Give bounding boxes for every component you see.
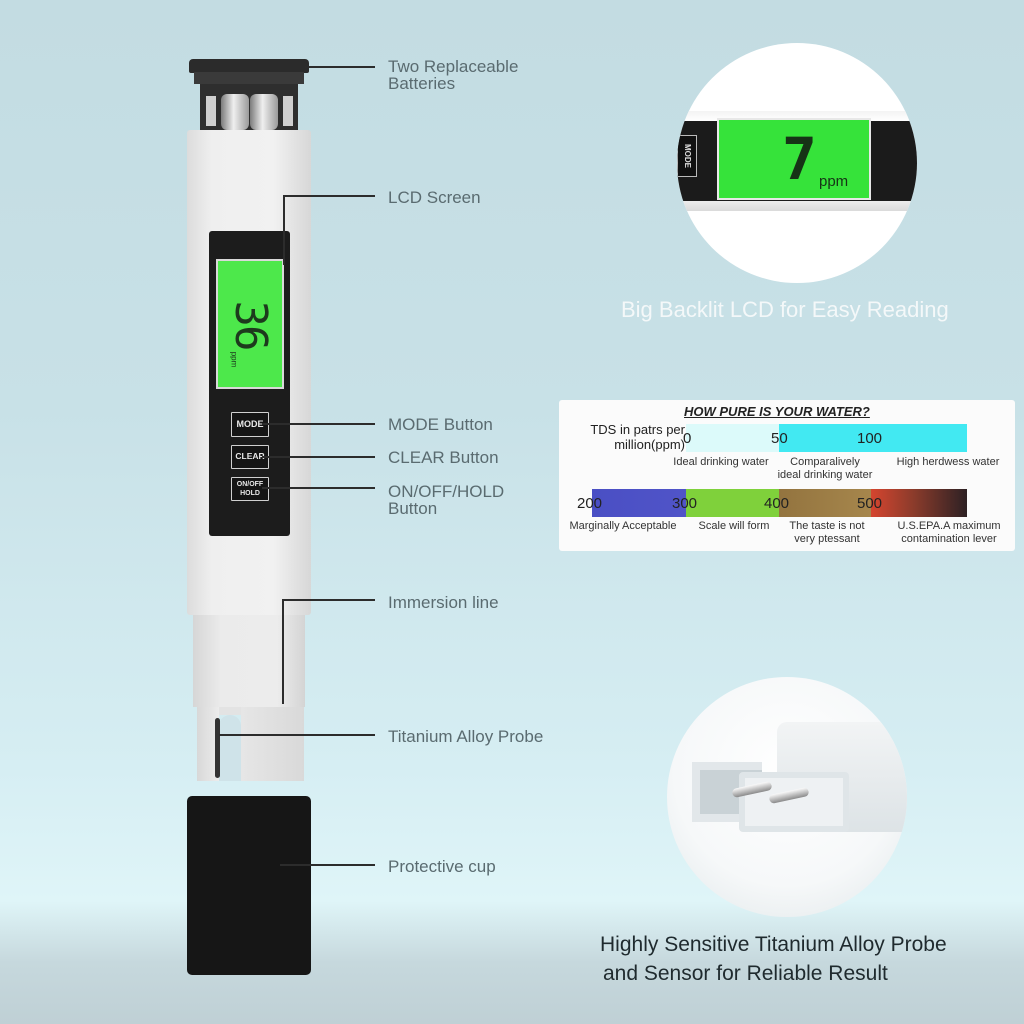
bar-segment-400-500: [779, 489, 871, 517]
leader-line-lcd-vertical: [283, 195, 285, 265]
leader-line-cup: [280, 864, 375, 866]
battery-cap: [189, 59, 309, 73]
category-comparatively-ideal: Comparalively ideal drinking water: [769, 456, 881, 482]
label-onoff-line2: Button: [388, 499, 438, 518]
lcd-unit: ppm: [229, 351, 239, 368]
bar-segment-0-50: [686, 424, 779, 452]
leader-line-immersion-vertical: [282, 599, 284, 704]
zoomed-mode-button: MODE: [677, 135, 697, 177]
mode-button[interactable]: MODE: [231, 412, 269, 437]
category-ideal: Ideal drinking water: [673, 456, 769, 468]
chart-y-label: TDS in patrs per million(ppm): [563, 422, 685, 452]
zoomed-lcd-value: 7: [782, 125, 817, 193]
leader-line-batteries: [305, 66, 375, 68]
category-scale-will-form: Scale will form: [698, 520, 770, 532]
zoomed-probe-guard-right: [739, 772, 849, 832]
tick-300: 300: [672, 495, 698, 512]
category-line1: The taste is not: [789, 520, 865, 532]
battery-icon: [250, 94, 278, 130]
category-line2: contamination lever: [901, 533, 997, 545]
clear-button[interactable]: CLEAR: [231, 445, 269, 469]
leader-line-clear: [262, 456, 375, 458]
tick-400: 400: [764, 495, 790, 512]
label-batteries-line2: Batteries: [388, 74, 456, 93]
probe-zoom-circle: [667, 677, 907, 917]
tick-200: 200: [577, 495, 603, 512]
bar-segment-300-400: [686, 489, 779, 517]
probe-bridge: [219, 707, 241, 715]
lcd-reading: 36: [225, 300, 276, 350]
lcd-caption: Big Backlit LCD for Easy Reading: [621, 297, 949, 322]
category-line2: very ptessant: [794, 533, 860, 545]
pen-lower-body: [193, 615, 305, 707]
titanium-electrode: [215, 718, 220, 778]
label-onoff-line1: ON/OFF/HOLD: [388, 482, 505, 501]
lcd-zoom-circle: MODE 7 ppm: [677, 43, 917, 283]
label-batteries-line1: Two Replaceable: [388, 57, 519, 76]
label-clear-button: CLEAR Button: [388, 448, 499, 467]
protective-cup: [187, 796, 311, 975]
category-epa-maximum: U.S.EPA.A maximum contamination lever: [887, 520, 1011, 546]
leader-line-mode: [262, 423, 375, 425]
label-onoff-button: ON/OFF/HOLD Button: [388, 483, 504, 517]
leader-line-lcd: [283, 195, 375, 197]
category-high-hardness: High herdwess water: [896, 456, 1000, 468]
on-off-label: ON/OFF: [236, 481, 264, 488]
category-marginally-acceptable: Marginally Acceptable: [569, 520, 677, 532]
leader-line-onoff: [262, 487, 375, 489]
water-purity-chart: HOW PURE IS YOUR WATER? TDS in patrs per…: [559, 400, 1015, 551]
label-batteries: Two Replaceable Batteries: [388, 58, 518, 92]
battery-cap-rim: [194, 72, 304, 84]
leader-line-immersion: [282, 599, 375, 601]
battery-window-left: [206, 96, 216, 126]
chart-title: HOW PURE IS YOUR WATER?: [684, 404, 870, 419]
probe-slot: [219, 715, 241, 781]
label-lcd-screen: LCD Screen: [388, 188, 481, 207]
hold-label: HOLD: [240, 490, 260, 497]
lcd-screen: [216, 259, 284, 389]
label-protective-cup: Protective cup: [388, 857, 496, 876]
category-line1: U.S.EPA.A maximum: [897, 520, 1001, 532]
leader-line-probe: [219, 734, 375, 736]
label-probe: Titanium Alloy Probe: [388, 727, 544, 746]
bar-segment-500-plus: [871, 489, 967, 517]
tick-0: 0: [683, 430, 692, 447]
probe-left-leg: [197, 707, 219, 781]
bar-segment-200-300: [592, 489, 686, 517]
battery-compartment: [200, 84, 298, 132]
probe-right-leg: [241, 707, 304, 781]
battery-icon: [221, 94, 249, 130]
tick-500: 500: [857, 495, 883, 512]
zoomed-lcd: [717, 118, 871, 200]
tick-50: 50: [771, 430, 788, 447]
battery-window-right: [283, 96, 293, 126]
category-line2: ideal drinking water: [777, 469, 873, 481]
probe-caption-line1: Highly Sensitive Titanium Alloy Probe: [600, 933, 947, 956]
probe-caption-line2: and Sensor for Reliable Result: [603, 962, 888, 985]
category-line1: Comparalively: [790, 456, 860, 468]
zoomed-lcd-unit: ppm: [819, 173, 849, 190]
on-off-hold-button[interactable]: ON/OFF HOLD: [231, 477, 269, 501]
y-label-line2: million(ppm): [614, 437, 685, 452]
label-immersion-line: Immersion line: [388, 593, 499, 612]
bar-segment-50-200: [779, 424, 967, 452]
tick-100: 100: [857, 430, 883, 447]
y-label-line1: TDS in patrs per: [590, 422, 685, 437]
category-taste-not-pleasant: The taste is not very ptessant: [781, 520, 873, 546]
label-mode-button: MODE Button: [388, 415, 493, 434]
probe-caption: Highly Sensitive Titanium Alloy Probe an…: [600, 930, 947, 988]
